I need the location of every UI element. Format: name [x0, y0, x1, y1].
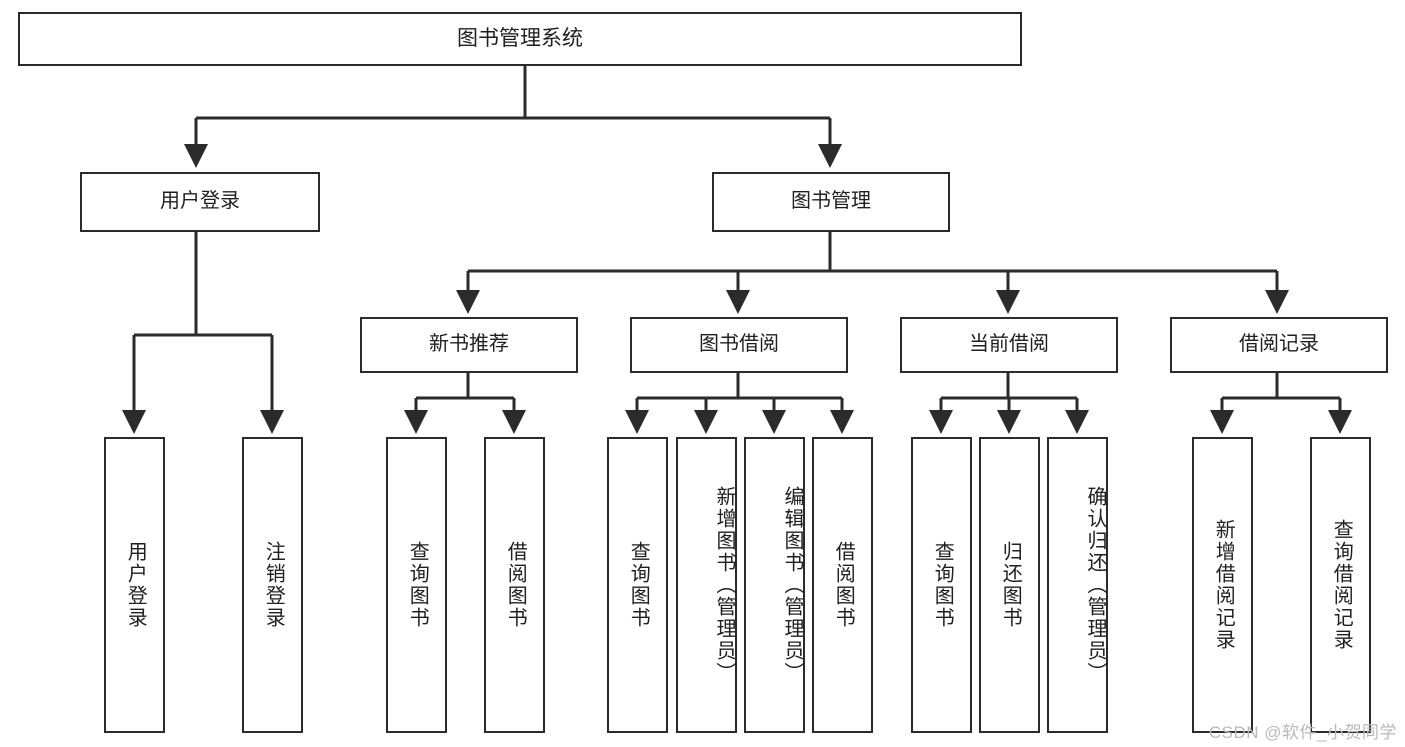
node-root-system[interactable]: 图书管理系统 — [18, 12, 1022, 66]
leaf-query-book-current[interactable]: 查询图书 — [911, 437, 972, 733]
node-label: 新书推荐 — [429, 333, 509, 356]
node-user-login[interactable]: 用户登录 — [80, 172, 320, 232]
node-label: 图书管理系统 — [457, 26, 583, 50]
node-label: 借阅图书 — [504, 541, 527, 629]
leaf-logout[interactable]: 注销登录 — [242, 437, 303, 733]
node-label: 图书借阅 — [699, 333, 779, 356]
leaf-confirm-return-admin[interactable]: 确认归还（管理员） — [1047, 437, 1108, 733]
node-label: 确认归还（管理员） — [1084, 486, 1106, 684]
node-label: 当前借阅 — [969, 333, 1049, 356]
node-borrow-record[interactable]: 借阅记录 — [1170, 317, 1388, 373]
leaf-user-login[interactable]: 用户登录 — [104, 437, 165, 733]
leaf-query-borrow-record[interactable]: 查询借阅记录 — [1310, 437, 1371, 733]
leaf-query-book-recommend[interactable]: 查询图书 — [386, 437, 447, 733]
node-label: 新增图书（管理员） — [713, 486, 735, 684]
csdn-watermark: CSDN @软件_小贺同学 — [1208, 723, 1397, 742]
node-label: 图书管理 — [791, 190, 871, 213]
node-label: 编辑图书（管理员） — [781, 486, 803, 684]
node-book-borrow[interactable]: 图书借阅 — [630, 317, 848, 373]
leaf-add-book-admin[interactable]: 新增图书（管理员） — [676, 437, 737, 733]
node-label: 查询图书 — [931, 541, 954, 629]
node-label: 借阅图书 — [832, 541, 855, 629]
node-label: 新增借阅记录 — [1212, 519, 1235, 651]
node-label: 查询图书 — [406, 541, 429, 629]
node-label: 用户登录 — [160, 190, 240, 213]
node-label: 借阅记录 — [1239, 333, 1319, 356]
node-label: 归还图书 — [999, 541, 1022, 629]
node-label: 用户登录 — [124, 541, 147, 629]
node-new-book-recommend[interactable]: 新书推荐 — [360, 317, 578, 373]
leaf-borrow-book[interactable]: 借阅图书 — [812, 437, 873, 733]
leaf-edit-book-admin[interactable]: 编辑图书（管理员） — [744, 437, 805, 733]
leaf-return-book[interactable]: 归还图书 — [979, 437, 1040, 733]
node-current-borrow[interactable]: 当前借阅 — [900, 317, 1118, 373]
node-label: 查询借阅记录 — [1330, 519, 1353, 651]
leaf-borrow-book-recommend[interactable]: 借阅图书 — [484, 437, 545, 733]
leaf-add-borrow-record[interactable]: 新增借阅记录 — [1192, 437, 1253, 733]
leaf-query-book-borrow[interactable]: 查询图书 — [607, 437, 668, 733]
node-label: 注销登录 — [262, 541, 285, 629]
node-label: 查询图书 — [627, 541, 650, 629]
node-book-management[interactable]: 图书管理 — [712, 172, 950, 232]
